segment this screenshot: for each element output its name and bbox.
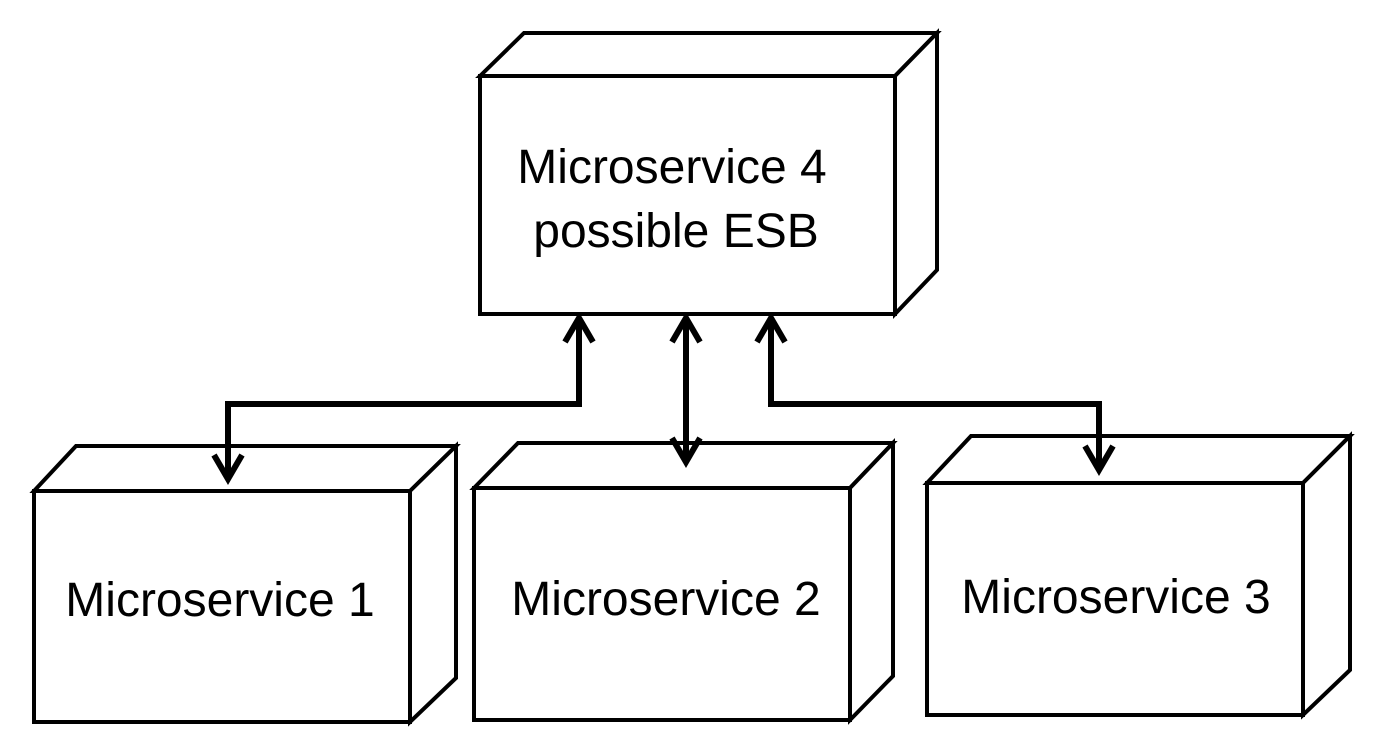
- node-esb-label-line2: possible ESB: [533, 205, 819, 258]
- node-esb-face: [478, 74, 897, 316]
- edge-esb-ms1-arrow-down: [211, 453, 245, 485]
- node-ms2-side: [848, 438, 895, 725]
- node-ms3[interactable]: Microservice 3: [922, 431, 1355, 720]
- edge-esb-ms3-arrow-up: [754, 312, 788, 344]
- edge-esb-ms3-line: [768, 322, 1102, 466]
- node-ms3-face: [925, 481, 1305, 717]
- node-esb-label-line1: Microservice 4: [517, 141, 826, 194]
- node-ms1[interactable]: Microservice 1: [29, 441, 461, 727]
- node-esb-side: [893, 28, 939, 319]
- edge-esb-ms2: [669, 312, 703, 468]
- node-ms3-label: Microservice 3: [961, 571, 1270, 624]
- node-ms2[interactable]: Microservice 2: [469, 438, 898, 725]
- edge-esb-ms2-arrow-down: [669, 436, 703, 468]
- node-ms1-label: Microservice 1: [65, 574, 374, 627]
- edge-esb-ms1-line: [225, 322, 582, 474]
- node-esb[interactable]: Microservice 4 possible ESB: [475, 28, 942, 319]
- node-ms1-face: [32, 489, 412, 724]
- node-ms3-top: [922, 434, 1355, 485]
- node-ms2-face: [472, 486, 852, 722]
- edge-esb-ms1-arrow-up: [562, 312, 596, 344]
- edge-esb-ms1: [211, 312, 596, 485]
- node-ms3-side: [1301, 431, 1352, 720]
- node-ms1-side: [408, 441, 458, 727]
- node-ms1-top: [29, 444, 461, 493]
- node-ms2-label: Microservice 2: [511, 573, 820, 626]
- edge-esb-ms3: [754, 312, 1116, 476]
- edge-esb-ms3-arrow-down: [1082, 444, 1116, 476]
- node-esb-top: [475, 31, 942, 78]
- edge-esb-ms2-arrow-up: [669, 312, 703, 344]
